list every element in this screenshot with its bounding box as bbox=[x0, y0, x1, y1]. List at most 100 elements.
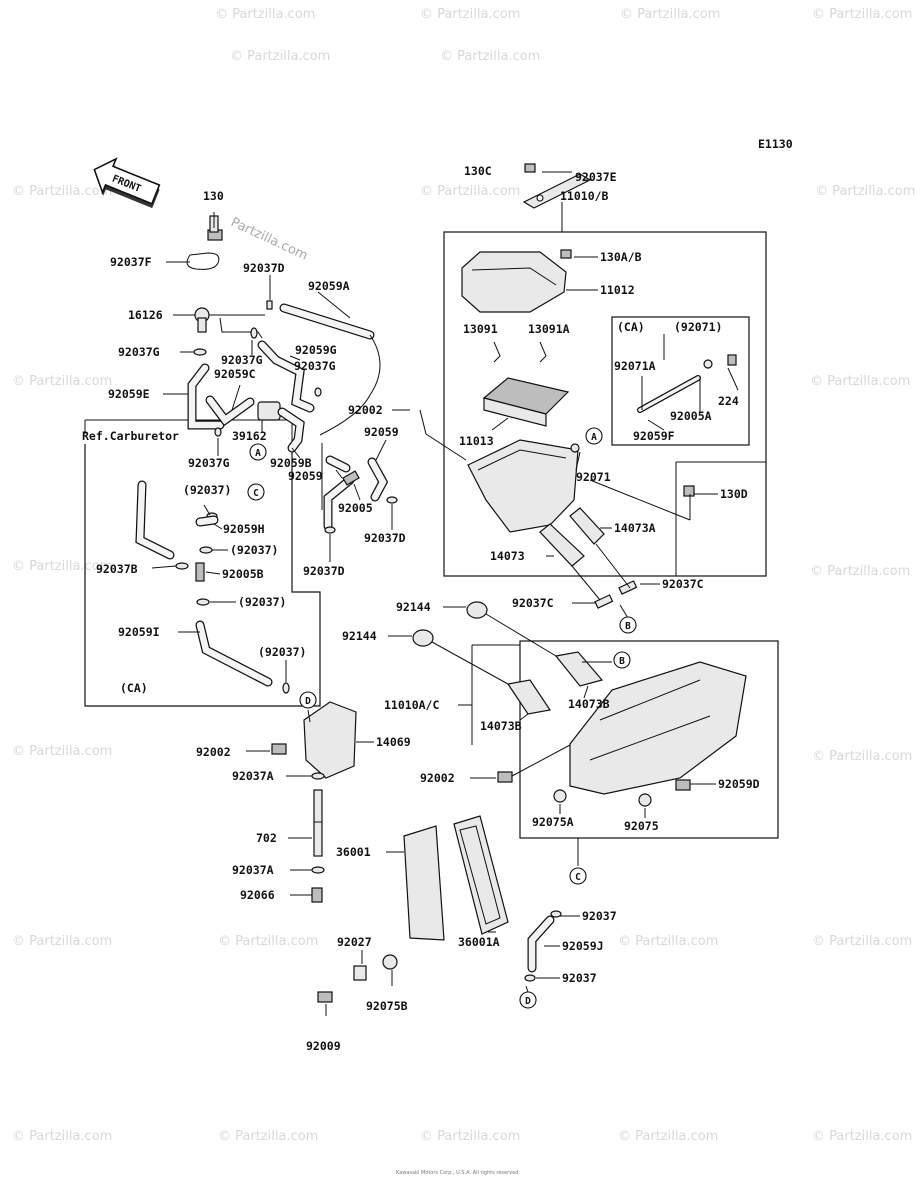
svg-text:© Partzilla.com: © Partzilla.com bbox=[440, 49, 540, 64]
label-702: 702 bbox=[256, 831, 277, 845]
label-92059I: 92059I bbox=[118, 625, 160, 639]
label-92059F: 92059F bbox=[633, 429, 675, 443]
bolt-92009 bbox=[317, 991, 333, 1003]
label-14073A: 14073A bbox=[614, 521, 656, 535]
label-11013: 11013 bbox=[459, 434, 494, 448]
joint-92005 bbox=[342, 470, 360, 486]
label-14069: 14069 bbox=[376, 735, 411, 749]
label-130: 130 bbox=[203, 189, 224, 203]
svg-text:© Partzilla.com: © Partzilla.com bbox=[815, 184, 915, 199]
svg-text:© Partzilla.com: © Partzilla.com bbox=[218, 1129, 318, 1144]
label-11012: 11012 bbox=[600, 283, 635, 297]
svg-text:C: C bbox=[575, 872, 581, 883]
label-92037D: 92037D bbox=[303, 564, 345, 578]
svg-text:© Partzilla.com: © Partzilla.com bbox=[620, 7, 720, 22]
clamp-92037F bbox=[186, 252, 220, 270]
duct-14073A bbox=[569, 507, 605, 545]
label-92037A: 92037A bbox=[232, 863, 274, 877]
front-arrow: FRONT bbox=[93, 157, 161, 209]
label-11010AC: 11010A/C bbox=[384, 698, 439, 712]
watermark-brand: Partzilla.com bbox=[228, 215, 310, 264]
clamp-92037C-a bbox=[594, 594, 614, 609]
label-92002: 92002 bbox=[420, 771, 455, 785]
watermark: © Partzilla.com bbox=[215, 7, 315, 22]
label-92037-paren: (92037) bbox=[238, 595, 286, 609]
label-92059G: 92059G bbox=[295, 343, 337, 357]
svg-text:© Partzilla.com: © Partzilla.com bbox=[810, 564, 910, 579]
label-92002: 92002 bbox=[196, 745, 231, 759]
oring-92144-a bbox=[466, 601, 488, 619]
bolt-130D bbox=[683, 485, 695, 497]
hose-92059A-tail bbox=[319, 334, 381, 436]
grommet-92075 bbox=[638, 793, 652, 807]
bolt-92002-b bbox=[271, 743, 287, 755]
oring-92144-b bbox=[412, 629, 434, 647]
label-92037D: 92037D bbox=[364, 531, 406, 545]
label-ca: (CA) bbox=[617, 320, 645, 334]
label-92071A: 92071A bbox=[614, 359, 656, 373]
svg-text:© Partzilla.com: © Partzilla.com bbox=[12, 934, 112, 949]
label-92002: 92002 bbox=[348, 403, 383, 417]
label-11010B: 11010/B bbox=[560, 189, 609, 203]
label-92037G: 92037G bbox=[221, 353, 263, 367]
svg-text:A: A bbox=[591, 432, 597, 443]
label-92037G: 92037G bbox=[188, 456, 230, 470]
label-92075A: 92075A bbox=[532, 815, 574, 829]
ca-label: (CA) bbox=[120, 681, 148, 695]
collar-92027 bbox=[353, 965, 367, 981]
label-92005A: 92005A bbox=[670, 409, 712, 423]
bolt-130 bbox=[207, 215, 223, 241]
clip-13091 bbox=[493, 341, 501, 363]
svg-text:© Partzilla.com: © Partzilla.com bbox=[12, 184, 112, 199]
hose-702 bbox=[313, 789, 323, 857]
clip-92037A-a bbox=[311, 772, 325, 780]
label-92066: 92066 bbox=[240, 888, 275, 902]
label-39162: 39162 bbox=[232, 429, 267, 443]
svg-text:A: A bbox=[255, 448, 261, 459]
svg-text:© Partzilla.com: © Partzilla.com bbox=[618, 1129, 718, 1144]
label-92037E: 92037E bbox=[575, 170, 617, 184]
air-cleaner-box-frame bbox=[443, 231, 767, 577]
label-130D: 130D bbox=[720, 487, 748, 501]
label-92059J: 92059J bbox=[562, 939, 604, 953]
svg-text:© Partzilla.com: © Partzilla.com bbox=[230, 49, 330, 64]
plate-36001A bbox=[453, 815, 509, 935]
svg-text:© Partzilla.com: © Partzilla.com bbox=[420, 1129, 520, 1144]
callout-B-1: B bbox=[619, 616, 637, 634]
label-92059A: 92059A bbox=[308, 279, 350, 293]
cover-14069 bbox=[303, 701, 357, 779]
callout-A-2: A bbox=[585, 427, 603, 445]
filter-39162 bbox=[257, 401, 305, 453]
duct-14073B-b bbox=[506, 679, 552, 715]
ref-carburetor-frame bbox=[84, 444, 321, 707]
duct-14073 bbox=[539, 523, 585, 567]
label-92037D: 92037D bbox=[243, 261, 285, 275]
svg-text:© Partzilla.com: © Partzilla.com bbox=[12, 559, 112, 574]
duct-14073B-a bbox=[554, 651, 604, 687]
label-130AB: 130A/B bbox=[600, 250, 642, 264]
label-13091A: 13091A bbox=[528, 322, 570, 336]
diagram-code: E1130 bbox=[758, 137, 793, 151]
callout-D-2: D bbox=[519, 991, 537, 1009]
svg-text:© Partzilla.com: © Partzilla.com bbox=[12, 1129, 112, 1144]
label-92037: 92037 bbox=[562, 971, 597, 985]
label-92037G: 92037G bbox=[294, 359, 336, 373]
svg-text:© Partzilla.com: © Partzilla.com bbox=[618, 934, 718, 949]
svg-text:© Partzilla.com: © Partzilla.com bbox=[812, 7, 912, 22]
housing-11010AC bbox=[569, 661, 747, 795]
label-92059C: 92059C bbox=[214, 367, 256, 381]
label-92037C: 92037C bbox=[512, 596, 554, 610]
label-92037G: 92037G bbox=[118, 345, 160, 359]
leader-lines bbox=[151, 171, 766, 1016]
svg-text:D: D bbox=[305, 696, 311, 707]
label-92037A: 92037A bbox=[232, 769, 274, 783]
svg-text:B: B bbox=[619, 656, 625, 667]
fitting-16126 bbox=[194, 307, 265, 339]
label-92037C: 92037C bbox=[662, 577, 704, 591]
svg-text:© Partzilla.com: © Partzilla.com bbox=[810, 374, 910, 389]
label-92037: 92037 bbox=[582, 909, 617, 923]
label-92144: 92144 bbox=[396, 600, 431, 614]
cover-11012 bbox=[461, 251, 567, 313]
svg-text:© Partzilla.com: © Partzilla.com bbox=[12, 374, 112, 389]
label-92037-paren: (92037) bbox=[258, 645, 306, 659]
